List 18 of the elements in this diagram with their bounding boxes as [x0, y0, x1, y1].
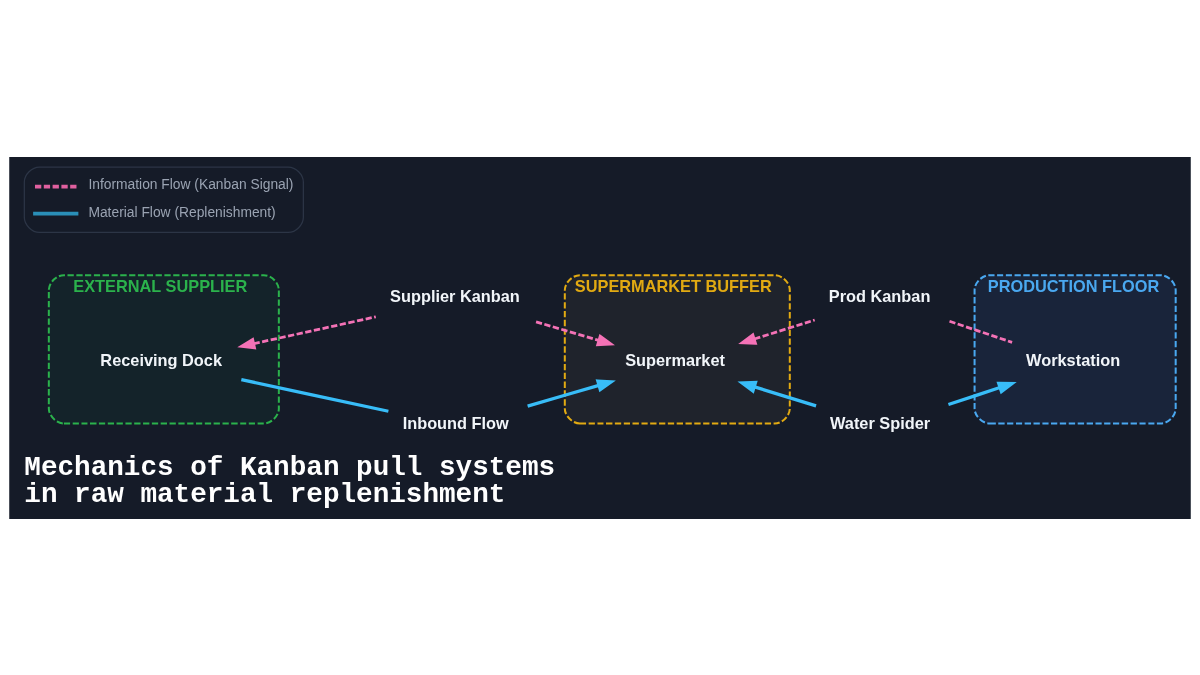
node-text: Workstation [1026, 350, 1121, 369]
legend-label: Material Flow (Replenishment) [88, 203, 276, 220]
node-text: Receiving Dock [100, 350, 222, 369]
legend-label: Information Flow (Kanban Signal) [88, 175, 294, 192]
connector [241, 377, 389, 413]
arrow [738, 318, 816, 345]
arrow [737, 380, 817, 407]
connector [949, 319, 1013, 344]
node-text: Water Spider [830, 413, 931, 432]
arrow [527, 378, 616, 408]
node-text: Prod Kanban [828, 286, 931, 305]
node-text: Supermarket [625, 350, 725, 369]
arrow [237, 314, 377, 350]
node-text: Inbound Flow [402, 413, 509, 432]
node-text: Supplier Kanban [390, 286, 520, 305]
arrow [947, 381, 1017, 406]
arrow [535, 320, 615, 346]
diagram-title: Mechanics of Kanban pull systems in raw material replenishment [24, 451, 556, 510]
